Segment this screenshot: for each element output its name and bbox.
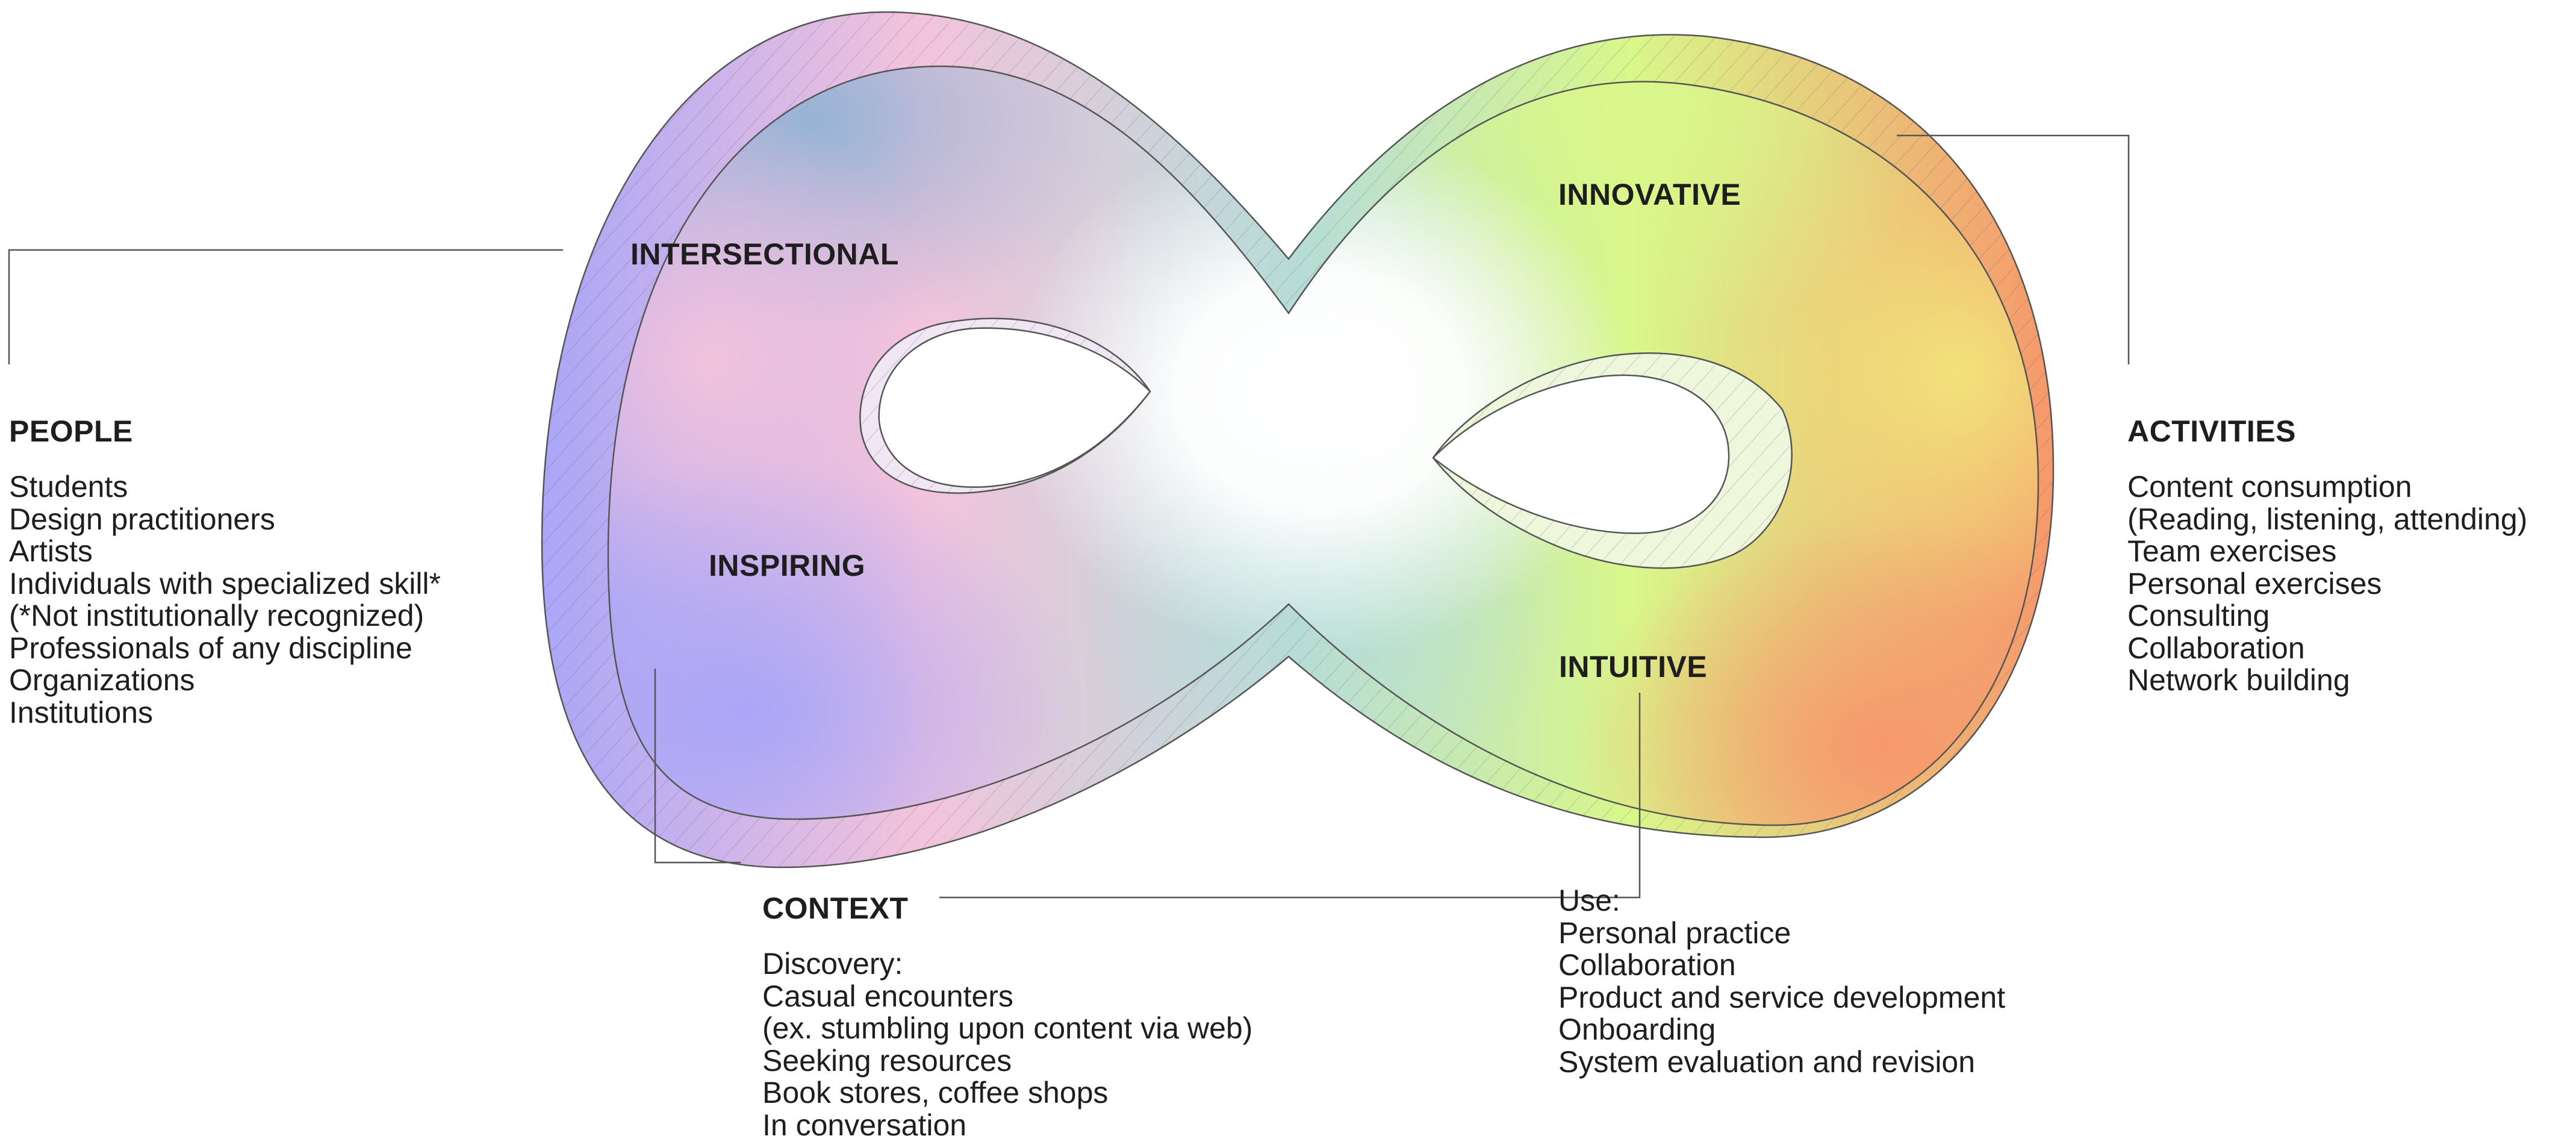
context-connector-left <box>654 669 741 864</box>
people-connector <box>8 249 563 364</box>
activities-connector <box>1897 134 2130 364</box>
discovery-item: Discovery: <box>762 947 903 981</box>
people-item: Students <box>9 470 128 504</box>
discovery-item: Book stores, coffee shops <box>762 1076 1109 1109</box>
people-block: PEOPLE Students Design practitioners Art… <box>9 391 441 729</box>
use-item: Use: <box>1558 884 1620 917</box>
activities-item: Consulting <box>2127 599 2270 632</box>
activities-item: (Reading, listening, attending) <box>2127 502 2528 536</box>
discovery-item: Seeking resources <box>762 1043 1012 1078</box>
context-discovery-list: Discovery: Casual encounters (ex. stumbl… <box>762 947 1253 1142</box>
activities-item: Team exercises <box>2127 534 2337 568</box>
infinity-loop <box>541 11 2055 869</box>
context-use-list: Use: Personal practice Collaboration Pro… <box>1558 884 2006 1079</box>
people-item: (*Not institutionally recognized) <box>9 599 425 632</box>
activities-block: ACTIVITIES Content consumption (Reading,… <box>2127 391 2527 697</box>
people-heading: PEOPLE <box>9 414 133 448</box>
people-item: Individuals with specialized skill* <box>9 566 441 601</box>
people-item: Organizations <box>9 663 195 697</box>
use-item: Collaboration <box>1558 948 1736 982</box>
use-item: System evaluation and revision <box>1558 1044 1976 1079</box>
context-use-block: Use: Personal practice Collaboration Pro… <box>1558 884 2006 1079</box>
discovery-item: Casual encounters <box>762 979 1013 1013</box>
label-inspiring: INSPIRING <box>709 549 866 582</box>
activities-item: Network building <box>2127 663 2350 697</box>
use-item: Onboarding <box>1558 1013 1716 1046</box>
activities-heading: ACTIVITIES <box>2127 414 2297 448</box>
activities-item: Personal exercises <box>2127 566 2382 601</box>
connector-lines <box>8 134 2130 899</box>
people-item: Professionals of any discipline <box>9 631 412 665</box>
context-connector-right <box>939 693 1641 899</box>
people-item: Design practitioners <box>9 502 275 536</box>
context-block: CONTEXT Discovery: Casual encounters (ex… <box>762 868 1252 1141</box>
activities-item: Collaboration <box>2127 631 2305 665</box>
activities-item: Content consumption <box>2127 470 2412 504</box>
activities-list: Content consumption (Reading, listening,… <box>2127 470 2528 697</box>
label-innovative: INNOVATIVE <box>1558 178 1741 211</box>
discovery-item: (ex. stumbling upon content via web) <box>762 1011 1253 1045</box>
right-hole-opening <box>1432 374 1730 534</box>
loop-top-outline <box>607 65 2039 826</box>
people-item: Institutions <box>9 695 154 729</box>
use-item: Product and service development <box>1558 980 2006 1014</box>
discovery-item: In conversation <box>762 1108 967 1142</box>
label-intersectional: INTERSECTIONAL <box>630 237 899 271</box>
people-item: Artists <box>9 534 93 568</box>
context-heading: CONTEXT <box>762 891 909 925</box>
people-list: Students Design practitioners Artists In… <box>9 470 441 729</box>
left-hole-opening <box>878 327 1151 488</box>
label-intuitive: INTUITIVE <box>1559 650 1708 684</box>
infinity-loop-diagram <box>8 11 2130 899</box>
use-item: Personal practice <box>1558 916 1791 950</box>
